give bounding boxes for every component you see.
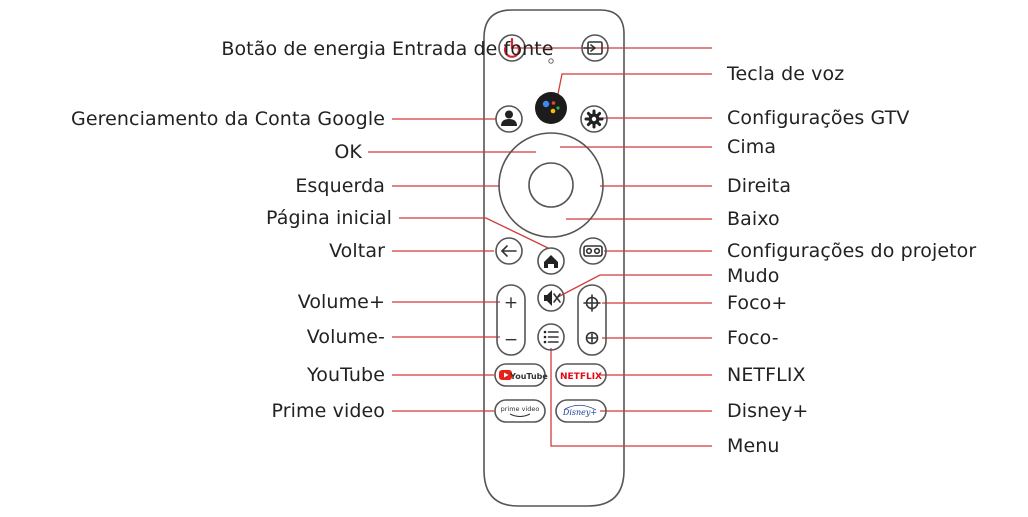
label-up: Cima <box>727 136 777 158</box>
home-icon <box>544 255 558 268</box>
menu-list-icon <box>543 330 559 344</box>
label-home: Página inicial <box>266 207 392 229</box>
projector-settings-button[interactable] <box>579 237 607 265</box>
remote-body-outline <box>483 9 625 507</box>
volume-rocker <box>496 284 526 356</box>
person-icon <box>501 110 517 126</box>
gear-icon <box>584 109 604 129</box>
label-mute: Mudo <box>727 265 780 287</box>
focus-rocker <box>577 284 607 356</box>
label-ok: OK <box>334 141 362 163</box>
label-google-account: Gerenciamento da Conta Google <box>71 108 385 130</box>
focus-up-button[interactable] <box>583 294 601 312</box>
label-input: Entrada de fonte <box>392 38 554 60</box>
projector-icon <box>583 245 603 257</box>
leader-lines-left <box>368 118 549 412</box>
input-source-icon <box>583 41 603 55</box>
prime-smile-icon <box>509 413 531 417</box>
netflix-button-text: NETFLIX <box>560 372 602 382</box>
input-source-button[interactable] <box>581 34 609 62</box>
label-youtube: YouTube <box>307 364 385 386</box>
arrow-left-icon <box>501 245 517 257</box>
label-projector-settings: Configurações do projetor <box>727 240 977 262</box>
google-assistant-icon <box>542 100 560 114</box>
label-focus-down: Foco- <box>727 327 779 349</box>
google-account-button[interactable] <box>495 105 523 133</box>
power-icon <box>503 37 521 58</box>
label-left: Esquerda <box>295 175 385 197</box>
label-power: Botão de energia <box>221 38 386 60</box>
label-prime-video: Prime video <box>271 400 385 422</box>
youtube-play-icon <box>499 370 512 380</box>
home-button[interactable] <box>537 247 565 275</box>
focus-minus-icon <box>585 331 599 345</box>
label-gtv-settings: Configurações GTV <box>727 107 910 129</box>
volume-down-button[interactable]: − <box>504 330 518 350</box>
prime-video-button[interactable]: prime video <box>494 399 546 423</box>
label-back: Voltar <box>329 240 385 262</box>
label-voice: Tecla de voz <box>727 63 845 85</box>
disney-button[interactable]: Disney+ <box>555 399 607 423</box>
mute-button[interactable] <box>537 284 565 312</box>
youtube-button-text: YouTube <box>509 372 548 381</box>
dpad-ring[interactable] <box>498 132 604 238</box>
label-netflix: NETFLIX <box>727 364 806 386</box>
focus-down-button[interactable] <box>585 331 599 345</box>
menu-button[interactable] <box>537 323 565 351</box>
power-button[interactable] <box>498 34 526 62</box>
youtube-button[interactable]: YouTube <box>494 363 548 387</box>
label-right: Direita <box>727 175 792 197</box>
back-button[interactable] <box>495 237 523 265</box>
disney-button-text: Disney+ <box>562 408 597 417</box>
netflix-button[interactable]: NETFLIX <box>555 363 607 387</box>
focus-plus-icon <box>583 294 601 312</box>
label-focus-up: Foco+ <box>727 292 788 314</box>
status-led <box>548 58 554 64</box>
disney-arc-icon <box>564 404 597 411</box>
label-menu: Menu <box>727 435 780 457</box>
label-volume-up: Volume+ <box>297 291 385 313</box>
label-volume-down: Volume- <box>306 326 385 348</box>
volume-up-button[interactable]: + <box>504 293 518 313</box>
gtv-settings-button[interactable] <box>580 105 608 133</box>
mute-icon <box>544 290 561 306</box>
voice-button[interactable] <box>535 92 567 124</box>
label-disney: Disney+ <box>727 400 809 422</box>
prime-button-text: prime video <box>501 405 540 413</box>
ok-button[interactable] <box>528 162 574 208</box>
label-down: Baixo <box>727 208 780 230</box>
